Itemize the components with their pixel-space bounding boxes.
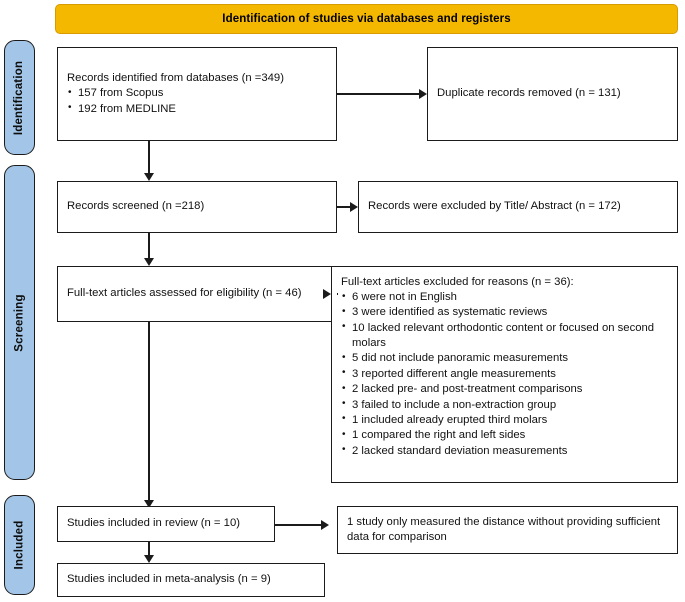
list-item: 1 compared the right and left sides xyxy=(341,428,668,443)
banner-title: Identification of studies via databases … xyxy=(222,13,511,25)
connector-fulltext-to-included-review xyxy=(148,322,150,500)
box-one-study-excluded: 1 study only measured the distance witho… xyxy=(337,506,678,554)
box-duplicate-records-removed-heading: Duplicate records removed (n = 131) xyxy=(437,87,621,100)
list-item: 6 were not in English xyxy=(341,290,668,305)
stage-tab-included-label: Included xyxy=(13,520,26,570)
arrowhead-review-to-meta xyxy=(144,555,154,563)
box-records-identified-list: 157 from Scopus 192 from MEDLINE xyxy=(67,86,327,117)
list-item: 3 reported different angle measurements xyxy=(341,366,668,382)
arrowhead-fulltext-to-excluded-reasons xyxy=(323,289,331,299)
connector-screened-to-excluded xyxy=(337,206,350,208)
box-fulltext-assessed-heading: Full-text articles assessed for eligibil… xyxy=(67,287,302,300)
box-records-identified: Records identified from databases (n =34… xyxy=(57,47,337,141)
arrowhead-screened-to-excluded xyxy=(350,202,358,212)
connector-identified-to-duplicates xyxy=(337,93,419,95)
list-item: 157 from Scopus xyxy=(67,86,327,101)
box-one-study-excluded-heading: 1 study only measured the distance witho… xyxy=(347,515,661,543)
connector-review-to-meta xyxy=(148,542,150,555)
box-fulltext-excluded-reasons-list: 6 were not in English 3 were identified … xyxy=(341,290,668,459)
connector-review-to-one-study xyxy=(275,524,321,526)
stage-tab-included: Included xyxy=(4,495,35,595)
list-item: 3 were identified as systematic reviews xyxy=(341,305,668,320)
stage-tab-screening-label: Screening xyxy=(13,293,26,352)
box-studies-included-meta-analysis-heading: Studies included in meta-analysis (n = 9… xyxy=(67,573,271,586)
box-fulltext-assessed: Full-text articles assessed for eligibil… xyxy=(57,266,337,322)
box-duplicate-records-removed: Duplicate records removed (n = 131) xyxy=(427,47,678,141)
stage-tab-identification: Identification xyxy=(4,40,35,155)
list-item: 3 failed to include a non-extraction gro… xyxy=(341,397,668,413)
list-item: 5 did not include panoramic measurements xyxy=(341,351,668,366)
arrowhead-identified-to-screened xyxy=(144,173,154,181)
connector-fulltext-to-excluded-reasons-seg xyxy=(337,293,338,295)
box-studies-included-review-heading: Studies included in review (n = 10) xyxy=(67,517,241,530)
arrowhead-fulltext-to-included-review xyxy=(144,500,154,508)
box-fulltext-excluded-reasons-heading: Full-text articles excluded for reasons … xyxy=(341,276,574,288)
box-records-excluded-title-abstract-heading: Records were excluded by Title/ Abstract… xyxy=(368,200,621,213)
list-item: 192 from MEDLINE xyxy=(67,101,327,117)
box-studies-included-review: Studies included in review (n = 10) xyxy=(57,506,275,542)
stage-tab-identification-label: Identification xyxy=(13,60,26,135)
box-records-screened: Records screened (n =218) xyxy=(57,181,337,233)
box-fulltext-excluded-reasons: Full-text articles excluded for reasons … xyxy=(331,266,678,483)
arrowhead-screened-to-fulltext xyxy=(144,258,154,266)
diagram-banner: Identification of studies via databases … xyxy=(55,4,678,34)
box-records-screened-heading: Records screened (n =218) xyxy=(67,200,205,213)
list-item: 2 lacked standard deviation measurements xyxy=(341,443,668,459)
box-studies-included-meta-analysis: Studies included in meta-analysis (n = 9… xyxy=(57,563,325,597)
list-item: 1 included already erupted third molars xyxy=(341,412,668,428)
arrowhead-identified-to-duplicates xyxy=(419,89,427,99)
connector-identified-to-screened xyxy=(148,141,150,173)
stage-tab-screening: Screening xyxy=(4,165,35,480)
arrowhead-review-to-one-study xyxy=(321,520,329,530)
box-records-identified-heading: Records identified from databases (n =34… xyxy=(67,72,284,85)
connector-screened-to-fulltext xyxy=(148,233,150,258)
list-item: 2 lacked pre- and post-treatment compari… xyxy=(341,382,668,397)
box-records-excluded-title-abstract: Records were excluded by Title/ Abstract… xyxy=(358,181,678,233)
list-item: 10 lacked relevant orthodontic content o… xyxy=(341,320,668,352)
